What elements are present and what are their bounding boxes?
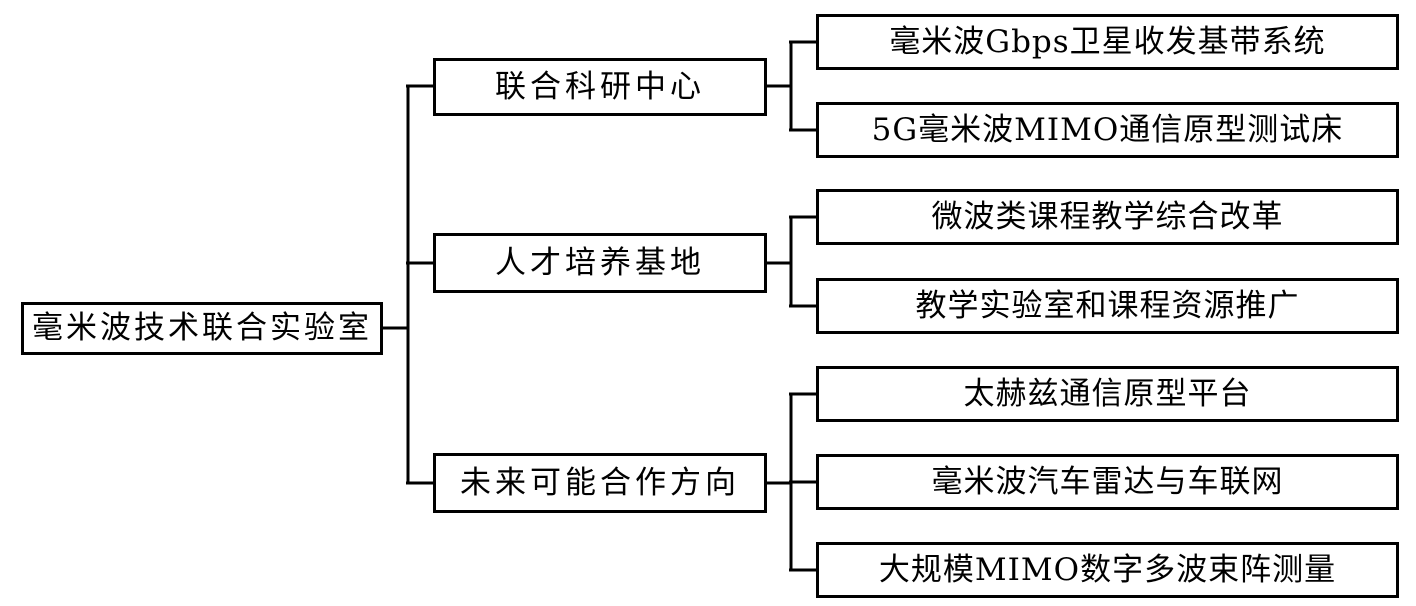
branch-node-talent-base: 人才培养基地 (433, 233, 767, 293)
branch-node-research-center: 联合科研中心 (433, 58, 767, 116)
leaf-node-satellite-baseband: 毫米波Gbps卫星收发基带系统 (816, 14, 1399, 70)
leaf-node-course-reform: 微波类课程教学综合改革 (816, 189, 1399, 245)
leaf-node-automotive-radar: 毫米波汽车雷达与车联网 (816, 454, 1399, 510)
leaf-node-5g-mimo-testbed: 5G毫米波MIMO通信原型测试床 (816, 102, 1399, 158)
leaf-node-terahertz-platform: 太赫兹通信原型平台 (816, 366, 1399, 422)
leaf-node-massive-mimo-beam: 大规模MIMO数字多波束阵测量 (816, 542, 1399, 598)
leaf-node-lab-resources: 教学实验室和课程资源推广 (816, 278, 1399, 334)
root-node: 毫米波技术联合实验室 (21, 302, 383, 355)
branch-node-future-directions: 未来可能合作方向 (433, 453, 767, 513)
